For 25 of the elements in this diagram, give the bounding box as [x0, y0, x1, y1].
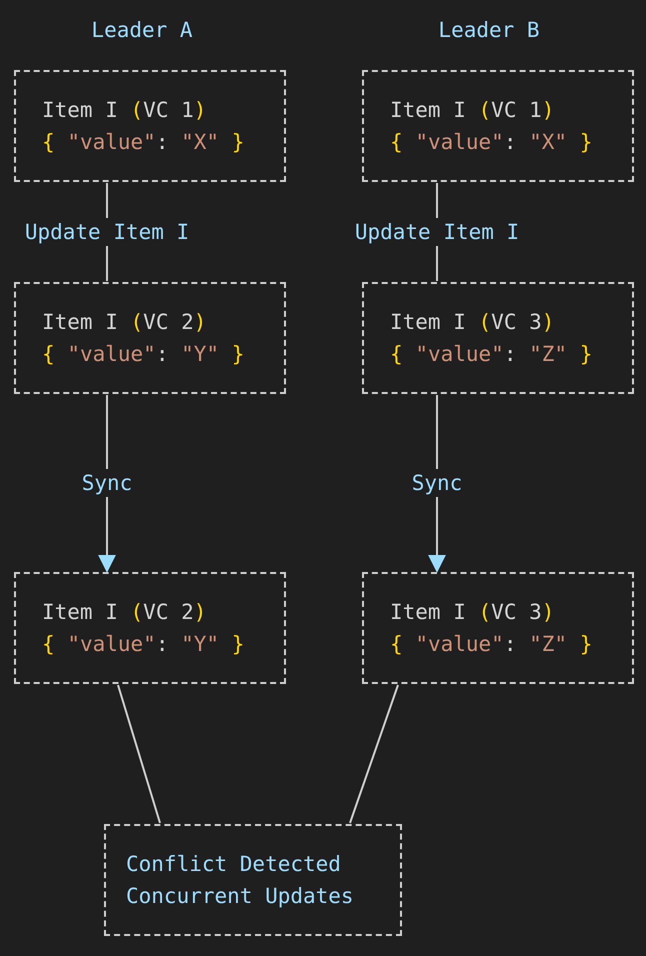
box-text: Concurrent Updates — [126, 884, 355, 908]
item-value: { "value": "Z" } — [390, 632, 594, 656]
item-value: { "value": "Y" } — [42, 632, 246, 656]
record-box — [362, 70, 634, 182]
item-version: Item I (VC 1) — [42, 98, 208, 122]
item-value: { "value": "X" } — [390, 130, 594, 154]
item-value: { "value": "Y" } — [42, 342, 246, 366]
column-heading: Leader B — [438, 18, 540, 42]
result-box — [104, 824, 402, 936]
record-box — [14, 70, 286, 182]
connector-line — [349, 684, 399, 824]
record-box — [14, 572, 286, 684]
item-version: Item I (VC 1) — [390, 98, 556, 122]
record-box — [14, 282, 286, 394]
box-text: Conflict Detected — [126, 852, 342, 876]
item-version: Item I (VC 3) — [390, 310, 556, 334]
item-version: Item I (VC 2) — [42, 600, 208, 624]
column-heading: Leader A — [91, 18, 193, 42]
record-box — [362, 572, 634, 684]
item-value: { "value": "X" } — [42, 130, 246, 154]
item-value: { "value": "Z" } — [390, 342, 594, 366]
connector-line — [117, 684, 161, 824]
item-version: Item I (VC 2) — [42, 310, 208, 334]
record-box — [362, 282, 634, 394]
item-version: Item I (VC 3) — [390, 600, 556, 624]
